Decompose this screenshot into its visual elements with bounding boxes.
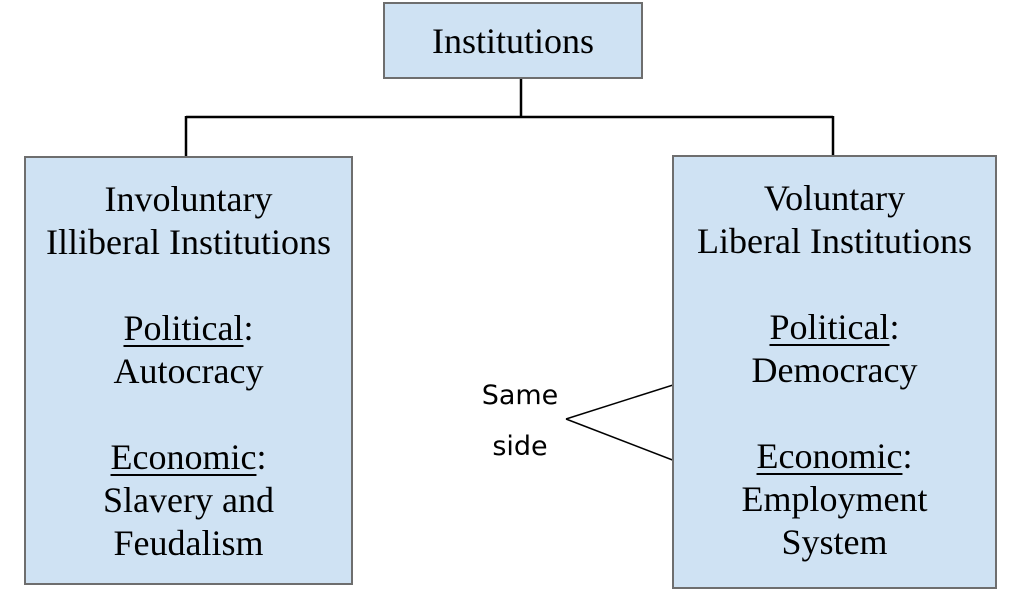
right-economic-value-line2: System: [781, 522, 888, 562]
involuntary-illiberal-box: Involuntary Illiberal Institutions Polit…: [24, 156, 353, 585]
left-title-line2: Illiberal Institutions: [46, 222, 331, 262]
left-economic-value-line1: Slavery and: [103, 480, 274, 520]
right-political-label: Political: [769, 307, 890, 347]
institutions-label: Institutions: [431, 20, 595, 61]
voluntary-liberal-content: Voluntary Liberal Institutions Political…: [674, 177, 995, 564]
left-economic-label: Economic: [110, 437, 257, 477]
institutions-box: Institutions: [383, 2, 643, 79]
same-side-label-line1: Same: [481, 380, 559, 411]
involuntary-illiberal-content: Involuntary Illiberal Institutions Polit…: [26, 178, 351, 565]
right-economic-value-line1: Employment: [741, 479, 928, 519]
right-political-heading: Political:: [769, 307, 900, 347]
voluntary-liberal-box: Voluntary Liberal Institutions Political…: [672, 155, 997, 589]
left-title-line1: Involuntary: [104, 179, 273, 219]
left-political-label: Political: [123, 308, 244, 348]
left-political-heading: Political:: [123, 308, 254, 348]
left-economic-heading: Economic:: [110, 437, 267, 477]
right-political-value: Democracy: [751, 350, 918, 390]
right-title-line2: Liberal Institutions: [697, 221, 972, 261]
right-title-line1: Voluntary: [763, 178, 906, 218]
same-side-label-line2: side: [492, 431, 548, 462]
right-economic-label: Economic: [756, 436, 903, 476]
right-economic-heading: Economic:: [756, 436, 913, 476]
left-economic-value-line2: Feudalism: [113, 523, 264, 563]
left-political-value: Autocracy: [113, 351, 264, 391]
